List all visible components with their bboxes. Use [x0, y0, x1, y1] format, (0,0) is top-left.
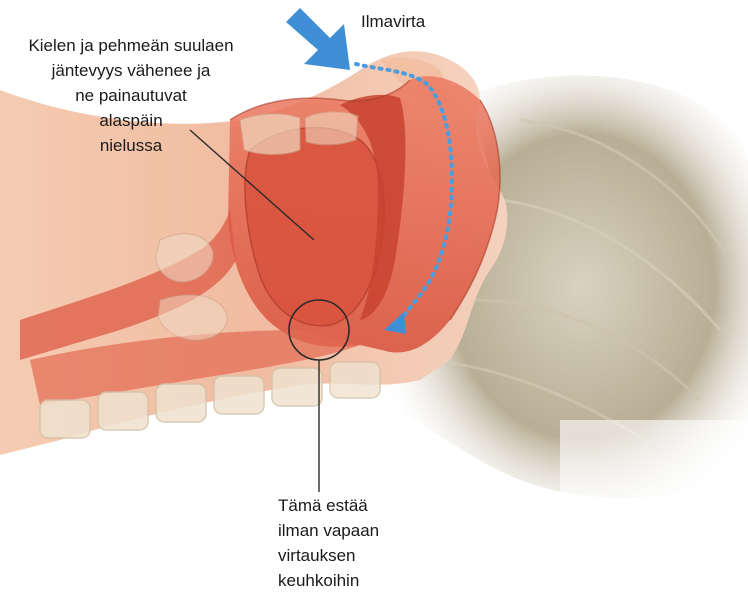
obstruction-description-line: ilman vapaan — [278, 518, 379, 543]
tongue-description-line: alaspäin — [6, 108, 256, 133]
tongue-description-line: Kielen ja pehmeän suulaen — [6, 33, 256, 58]
tongue-description: Kielen ja pehmeän suulaen jäntevyys vähe… — [6, 33, 256, 158]
airflow-label: Ilmavirta — [361, 9, 425, 34]
tongue-description-line: ne painautuvat — [6, 83, 256, 108]
obstruction-description-line: Tämä estää — [278, 493, 379, 518]
arrow-down-right-icon — [286, 8, 350, 70]
obstruction-description-line: virtauksen — [278, 543, 379, 568]
tongue-description-line: nielussa — [6, 133, 256, 158]
obstruction-description: Tämä estää ilman vapaan virtauksen keuhk… — [278, 493, 379, 593]
obstruction-description-line: keuhkoihin — [278, 568, 379, 593]
background-fade — [560, 420, 748, 597]
tongue-description-line: jäntevyys vähenee ja — [6, 58, 256, 83]
